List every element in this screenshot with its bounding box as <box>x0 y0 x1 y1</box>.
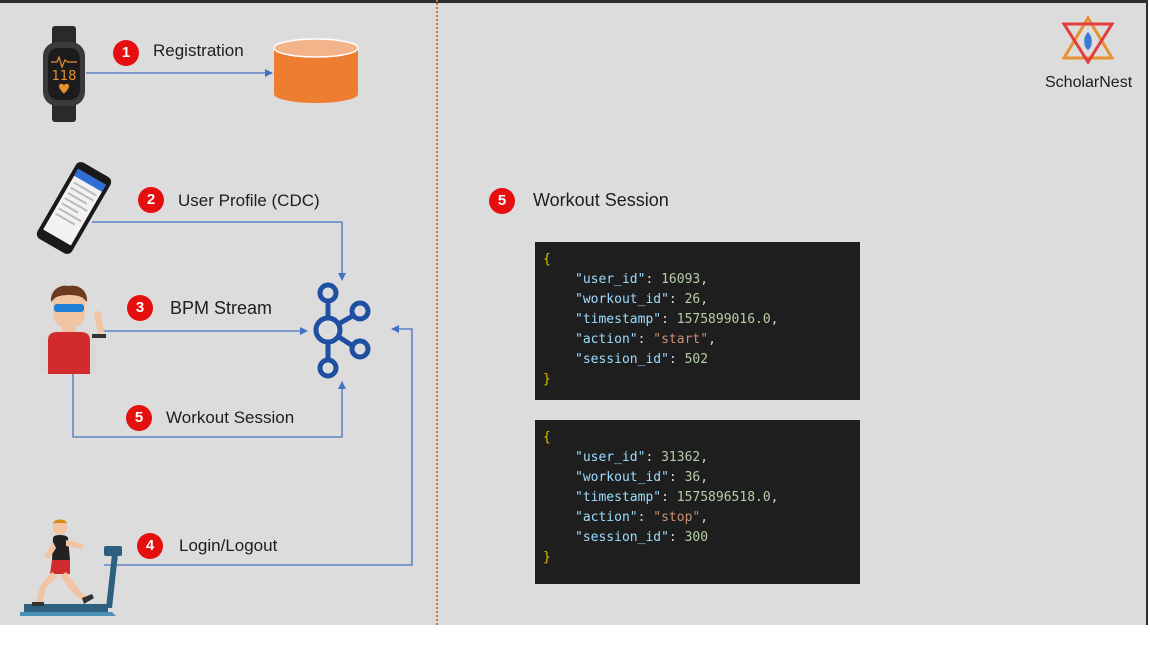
json-field-line: "session_id": 502 <box>543 350 852 370</box>
json-key: "session_id" <box>575 352 669 367</box>
top-border <box>0 0 1148 3</box>
json-value: 31362 <box>661 450 701 465</box>
json-colon: : <box>661 312 677 327</box>
json-close-brace: } <box>543 548 852 568</box>
step-1-badge: 1 <box>113 40 139 66</box>
json-value: 300 <box>684 530 709 545</box>
json-trailing-comma: , <box>700 272 709 287</box>
watch-display-value: 118 <box>52 69 77 84</box>
detail-step-badge: 5 <box>489 188 515 214</box>
open-brace: { <box>543 430 551 445</box>
json-colon: : <box>645 272 662 287</box>
json-colon: : <box>637 332 654 347</box>
right-border <box>1146 0 1148 625</box>
user-avatar-icon <box>40 285 106 374</box>
json-field-line: "workout_id": 26, <box>543 290 852 310</box>
workout-session-arrow <box>72 372 346 438</box>
json-field-line: "user_id": 16093, <box>543 270 852 290</box>
json-key: "workout_id" <box>575 292 669 307</box>
json-field-line: "user_id": 31362, <box>543 448 852 468</box>
step-2-badge: 2 <box>138 187 164 213</box>
json-colon: : <box>645 450 662 465</box>
json-trailing-comma: , <box>700 450 709 465</box>
close-brace: } <box>543 372 551 387</box>
vertical-divider <box>436 0 438 625</box>
json-value: 1575899016.0 <box>676 312 771 327</box>
brand-name: ScholarNest <box>1045 74 1133 91</box>
step-3-label: BPM Stream <box>170 298 273 318</box>
step-5-badge: 5 <box>126 405 152 431</box>
slide: 118 1 Registration 2 User Profile (CDC) <box>0 0 1148 625</box>
smartwatch-icon: 118 <box>43 26 85 122</box>
step-2-label: User Profile (CDC) <box>178 191 320 210</box>
kafka-icon <box>313 282 371 379</box>
step-5-label: Workout Session <box>166 408 295 427</box>
close-brace: } <box>543 550 551 565</box>
json-key: "timestamp" <box>575 490 662 505</box>
json-field-line: "session_id": 300 <box>543 528 852 548</box>
step-4-label: Login/Logout <box>179 536 278 555</box>
json-colon: : <box>661 490 677 505</box>
json-key: "user_id" <box>575 272 646 287</box>
json-colon: : <box>668 352 685 367</box>
json-value: "start" <box>653 332 709 347</box>
json-open-brace: { <box>543 250 852 270</box>
detail-title: Workout Session <box>533 190 669 210</box>
json-value: 36 <box>684 470 701 485</box>
json-trailing-comma: , <box>700 470 709 485</box>
workout-session-record-1: {"user_id": 16093,"workout_id": 26,"time… <box>535 242 860 400</box>
json-colon: : <box>637 510 654 525</box>
user-profile-arrow <box>92 221 346 281</box>
json-value: 502 <box>684 352 709 367</box>
json-key: "action" <box>575 510 638 525</box>
json-trailing-comma: , <box>700 292 709 307</box>
database-icon <box>273 38 359 103</box>
json-key: "timestamp" <box>575 312 662 327</box>
treadmill-runner-icon <box>20 519 122 616</box>
scholarnest-logo-icon <box>1061 15 1115 64</box>
flow-connectors <box>72 69 413 566</box>
json-field-line: "timestamp": 1575899016.0, <box>543 310 852 330</box>
json-key: "action" <box>575 332 638 347</box>
json-value: 26 <box>684 292 701 307</box>
step-4-badge: 4 <box>137 533 163 559</box>
json-colon: : <box>668 470 685 485</box>
step-3-badge: 3 <box>127 295 153 321</box>
json-trailing-comma: , <box>700 510 709 525</box>
json-key: "workout_id" <box>575 470 669 485</box>
json-trailing-comma: , <box>708 332 716 347</box>
json-close-brace: } <box>543 370 852 390</box>
json-colon: : <box>668 530 685 545</box>
json-key: "user_id" <box>575 450 646 465</box>
json-colon: : <box>668 292 685 307</box>
json-key: "session_id" <box>575 530 669 545</box>
json-open-brace: { <box>543 428 852 448</box>
step-1-label: Registration <box>153 41 244 60</box>
smartphone-icon <box>36 162 112 254</box>
json-value: "stop" <box>653 510 701 525</box>
workout-session-record-2: {"user_id": 31362,"workout_id": 36,"time… <box>535 420 860 584</box>
json-value: 1575896518.0 <box>676 490 771 505</box>
json-value: 16093 <box>661 272 701 287</box>
json-field-line: "action": "stop", <box>543 508 852 528</box>
login-logout-arrow <box>104 325 413 566</box>
json-field-line: "timestamp": 1575896518.0, <box>543 488 852 508</box>
json-trailing-comma: , <box>770 312 779 327</box>
json-field-line: "action": "start", <box>543 330 852 350</box>
json-field-line: "workout_id": 36, <box>543 468 852 488</box>
json-trailing-comma: , <box>770 490 779 505</box>
open-brace: { <box>543 252 551 267</box>
